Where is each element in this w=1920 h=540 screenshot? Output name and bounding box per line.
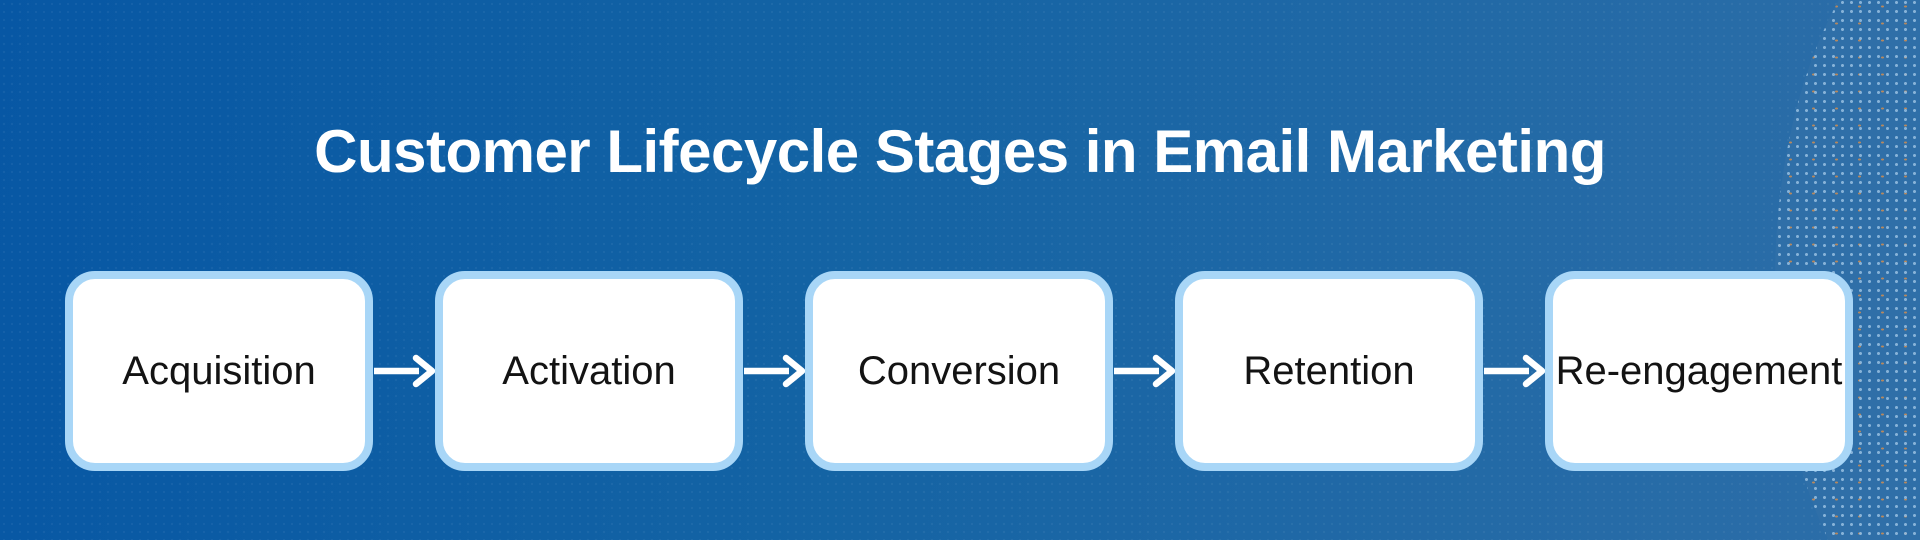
page-title: Customer Lifecycle Stages in Email Marke… [314, 118, 1606, 185]
arrow-right-icon [374, 354, 435, 388]
stage-label: Activation [502, 349, 676, 393]
stage-box-re-engagement: Re-engagement [1545, 271, 1853, 471]
stage-label: Retention [1243, 349, 1415, 393]
connector [1483, 271, 1545, 471]
lifecycle-flow: Acquisition Activation Conversion [65, 271, 1853, 471]
connector [373, 271, 435, 471]
stage-label: Acquisition [122, 349, 316, 393]
stage-box-acquisition: Acquisition [65, 271, 373, 471]
stage-label: Re-engagement [1555, 349, 1843, 393]
arrow-right-icon [1114, 354, 1175, 388]
stage-label: Conversion [857, 349, 1061, 393]
stage-box-conversion: Conversion [805, 271, 1113, 471]
connector [743, 271, 805, 471]
stage-box-activation: Activation [435, 271, 743, 471]
arrow-right-icon [744, 354, 805, 388]
connector [1113, 271, 1175, 471]
stage-box-retention: Retention [1175, 271, 1483, 471]
arrow-right-icon [1484, 354, 1545, 388]
